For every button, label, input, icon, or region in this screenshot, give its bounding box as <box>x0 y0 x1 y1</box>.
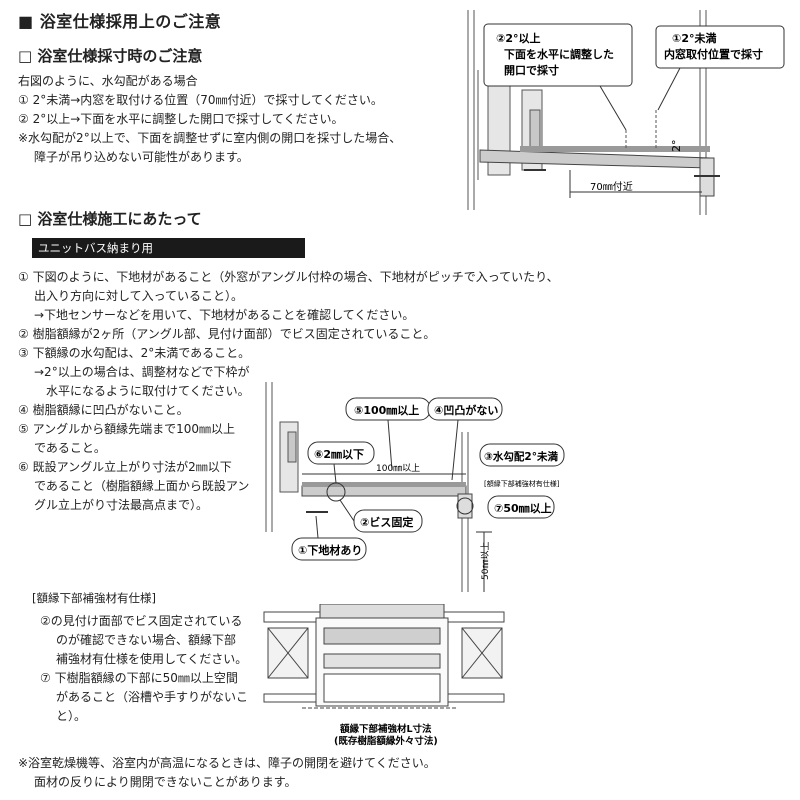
text-line: 右図のように、水勾配がある場合 <box>18 74 198 88</box>
text-line: ④ 樹脂額縁に凹凸がないこと。 <box>18 403 189 417</box>
reinforce-diagram: 額縁下部補強材L寸法 (既存樹脂額縁外々寸法) <box>262 604 508 746</box>
dim-70-label: 70㎜付近 <box>590 180 633 193</box>
callout-text: ②2°以上 <box>496 31 540 45</box>
note-label: [額縁下部補強材有仕様] <box>484 479 560 488</box>
section-install-text: ① 下図のように、下地材があること（外窓がアングル付枠の場合、下地材がピッチで入… <box>18 268 559 515</box>
text-line: 補強材有仕様を使用してください。 <box>56 652 248 666</box>
text-line: →2°以上の場合は、調整材などで下枠が <box>34 365 250 379</box>
unit-bath-tag: ユニットバス納まり用 <box>32 238 305 258</box>
text-line: ※浴室乾燥機等、浴室内が高温になるときは、障子の開閉を避けてください。 <box>18 756 436 770</box>
callout-6 <box>307 441 375 465</box>
callout-text: ①2°未満 <box>672 31 716 45</box>
section-measure-heading: □ 浴室仕様採寸時のご注意 <box>18 47 203 65</box>
text-line: があること（浴槽や手すりがないこ <box>56 690 249 704</box>
text-line: のが確認できない場合、額縁下部 <box>56 633 237 647</box>
text-line: ② 樹脂額縁が2ヶ所（アングル部、見付け面部）でビス固定されていること。 <box>18 327 436 341</box>
callout-2deg-over <box>483 23 633 87</box>
install-diagram: ⑤100㎜以上 ④凹凸がない ⑥2㎜以下 100㎜以上 ③水勾配2°未満 [額縁… <box>262 382 572 604</box>
sill <box>301 473 492 592</box>
text-line: ⑤ アングルから額縁先端まで100㎜以上 <box>18 422 235 436</box>
callout-text: ③水勾配2°未満 <box>484 450 558 463</box>
text-line: 水平になるように取付けてください。 <box>46 384 250 398</box>
text-line: →下地センサーなどを用いて、下地材があることを確認してください。 <box>34 308 415 322</box>
text-line: であること（樹脂額縁上面から既設アン <box>34 479 250 493</box>
text-line: ②の見付け面部でビス固定されている <box>40 614 243 628</box>
dim-100-label: 100㎜以上 <box>376 463 420 474</box>
callout-3 <box>479 443 565 467</box>
text-line: と）。 <box>56 709 87 723</box>
reinforce-heading: [額縁下部補強材有仕様] <box>32 591 156 605</box>
reinforce-text: ②の見付け面部でビス固定されている のが確認できない場合、額縁下部 補強材有仕様… <box>40 612 248 726</box>
dim-50-label: 50㎜以上 <box>480 542 491 580</box>
text-line: であること。 <box>34 441 106 455</box>
text-line: ③ 下額縁の水勾配は、2°未満であること。 <box>18 346 251 360</box>
text-line: 障子が吊り込めない可能性があります。 <box>34 150 249 164</box>
text-line: グル立上がり寸法最高点まで）。 <box>34 498 209 512</box>
callout-text: ①下地材あり <box>298 543 362 557</box>
page-title: ■ 浴室仕様採用上のご注意 <box>18 12 222 31</box>
text-line: ① 2°未満→内窓を取付ける位置（70㎜付近）で採寸してください。 <box>18 93 383 107</box>
callout-text: 開口で採寸 <box>504 63 559 77</box>
callout-text: ④凹凸がない <box>434 403 498 417</box>
text-line: 出入り方向に対して入っていること）。 <box>34 289 244 303</box>
section-measure-text: 右図のように、水勾配がある場合 ① 2°未満→内窓を取付ける位置（70㎜付近）で… <box>18 72 401 167</box>
frame <box>265 382 469 592</box>
section-install-heading: □ 浴室仕様施工にあたって <box>18 210 202 228</box>
callout-text: ⑦50㎜以上 <box>494 501 552 515</box>
callout-7 <box>487 495 555 519</box>
callout-text: ⑤100㎜以上 <box>354 403 419 417</box>
text-line: ② 2°以上→下面を水平に調整した開口で採寸してください。 <box>18 112 344 126</box>
callout-2deg-under <box>655 25 785 69</box>
callout-text: 下面を水平に調整した <box>504 47 614 61</box>
callout-4 <box>427 397 503 421</box>
text-line: ⑦ 下樹脂額縁の下部に50㎜以上空間 <box>40 671 238 685</box>
text-line: 面材の反りにより開閉できないことがあります。 <box>34 775 297 789</box>
sill <box>479 146 720 197</box>
callout-text: ②ビス固定 <box>360 515 413 529</box>
text-line: ⑥ 既設アングル立上がり寸法が2㎜以下 <box>18 460 232 474</box>
frame <box>263 604 505 709</box>
measure-diagram: ②2°以上 下面を水平に調整した 開口で採寸 ①2°未満 内窓取付位置で採寸 2… <box>460 10 790 215</box>
caption-line: 額縁下部補強材L寸法 <box>339 723 432 735</box>
angle-label: 2° <box>670 140 683 153</box>
text-line: ① 下図のように、下地材があること（外窓がアングル付枠の場合、下地材がピッチで入… <box>18 270 559 284</box>
footer-note: ※浴室乾燥機等、浴室内が高温になるときは、障子の開閉を避けてください。 面材の反… <box>18 754 436 792</box>
text-line: ※水勾配が2°以上で、下面を調整せずに室内側の開口を採寸した場合、 <box>18 131 402 145</box>
callout-text: 内窓取付位置で採寸 <box>664 47 763 61</box>
callout-1 <box>291 537 367 561</box>
callout-text: ⑥2㎜以下 <box>314 448 364 461</box>
caption-line: (既存樹脂額縁外々寸法) <box>334 735 438 746</box>
